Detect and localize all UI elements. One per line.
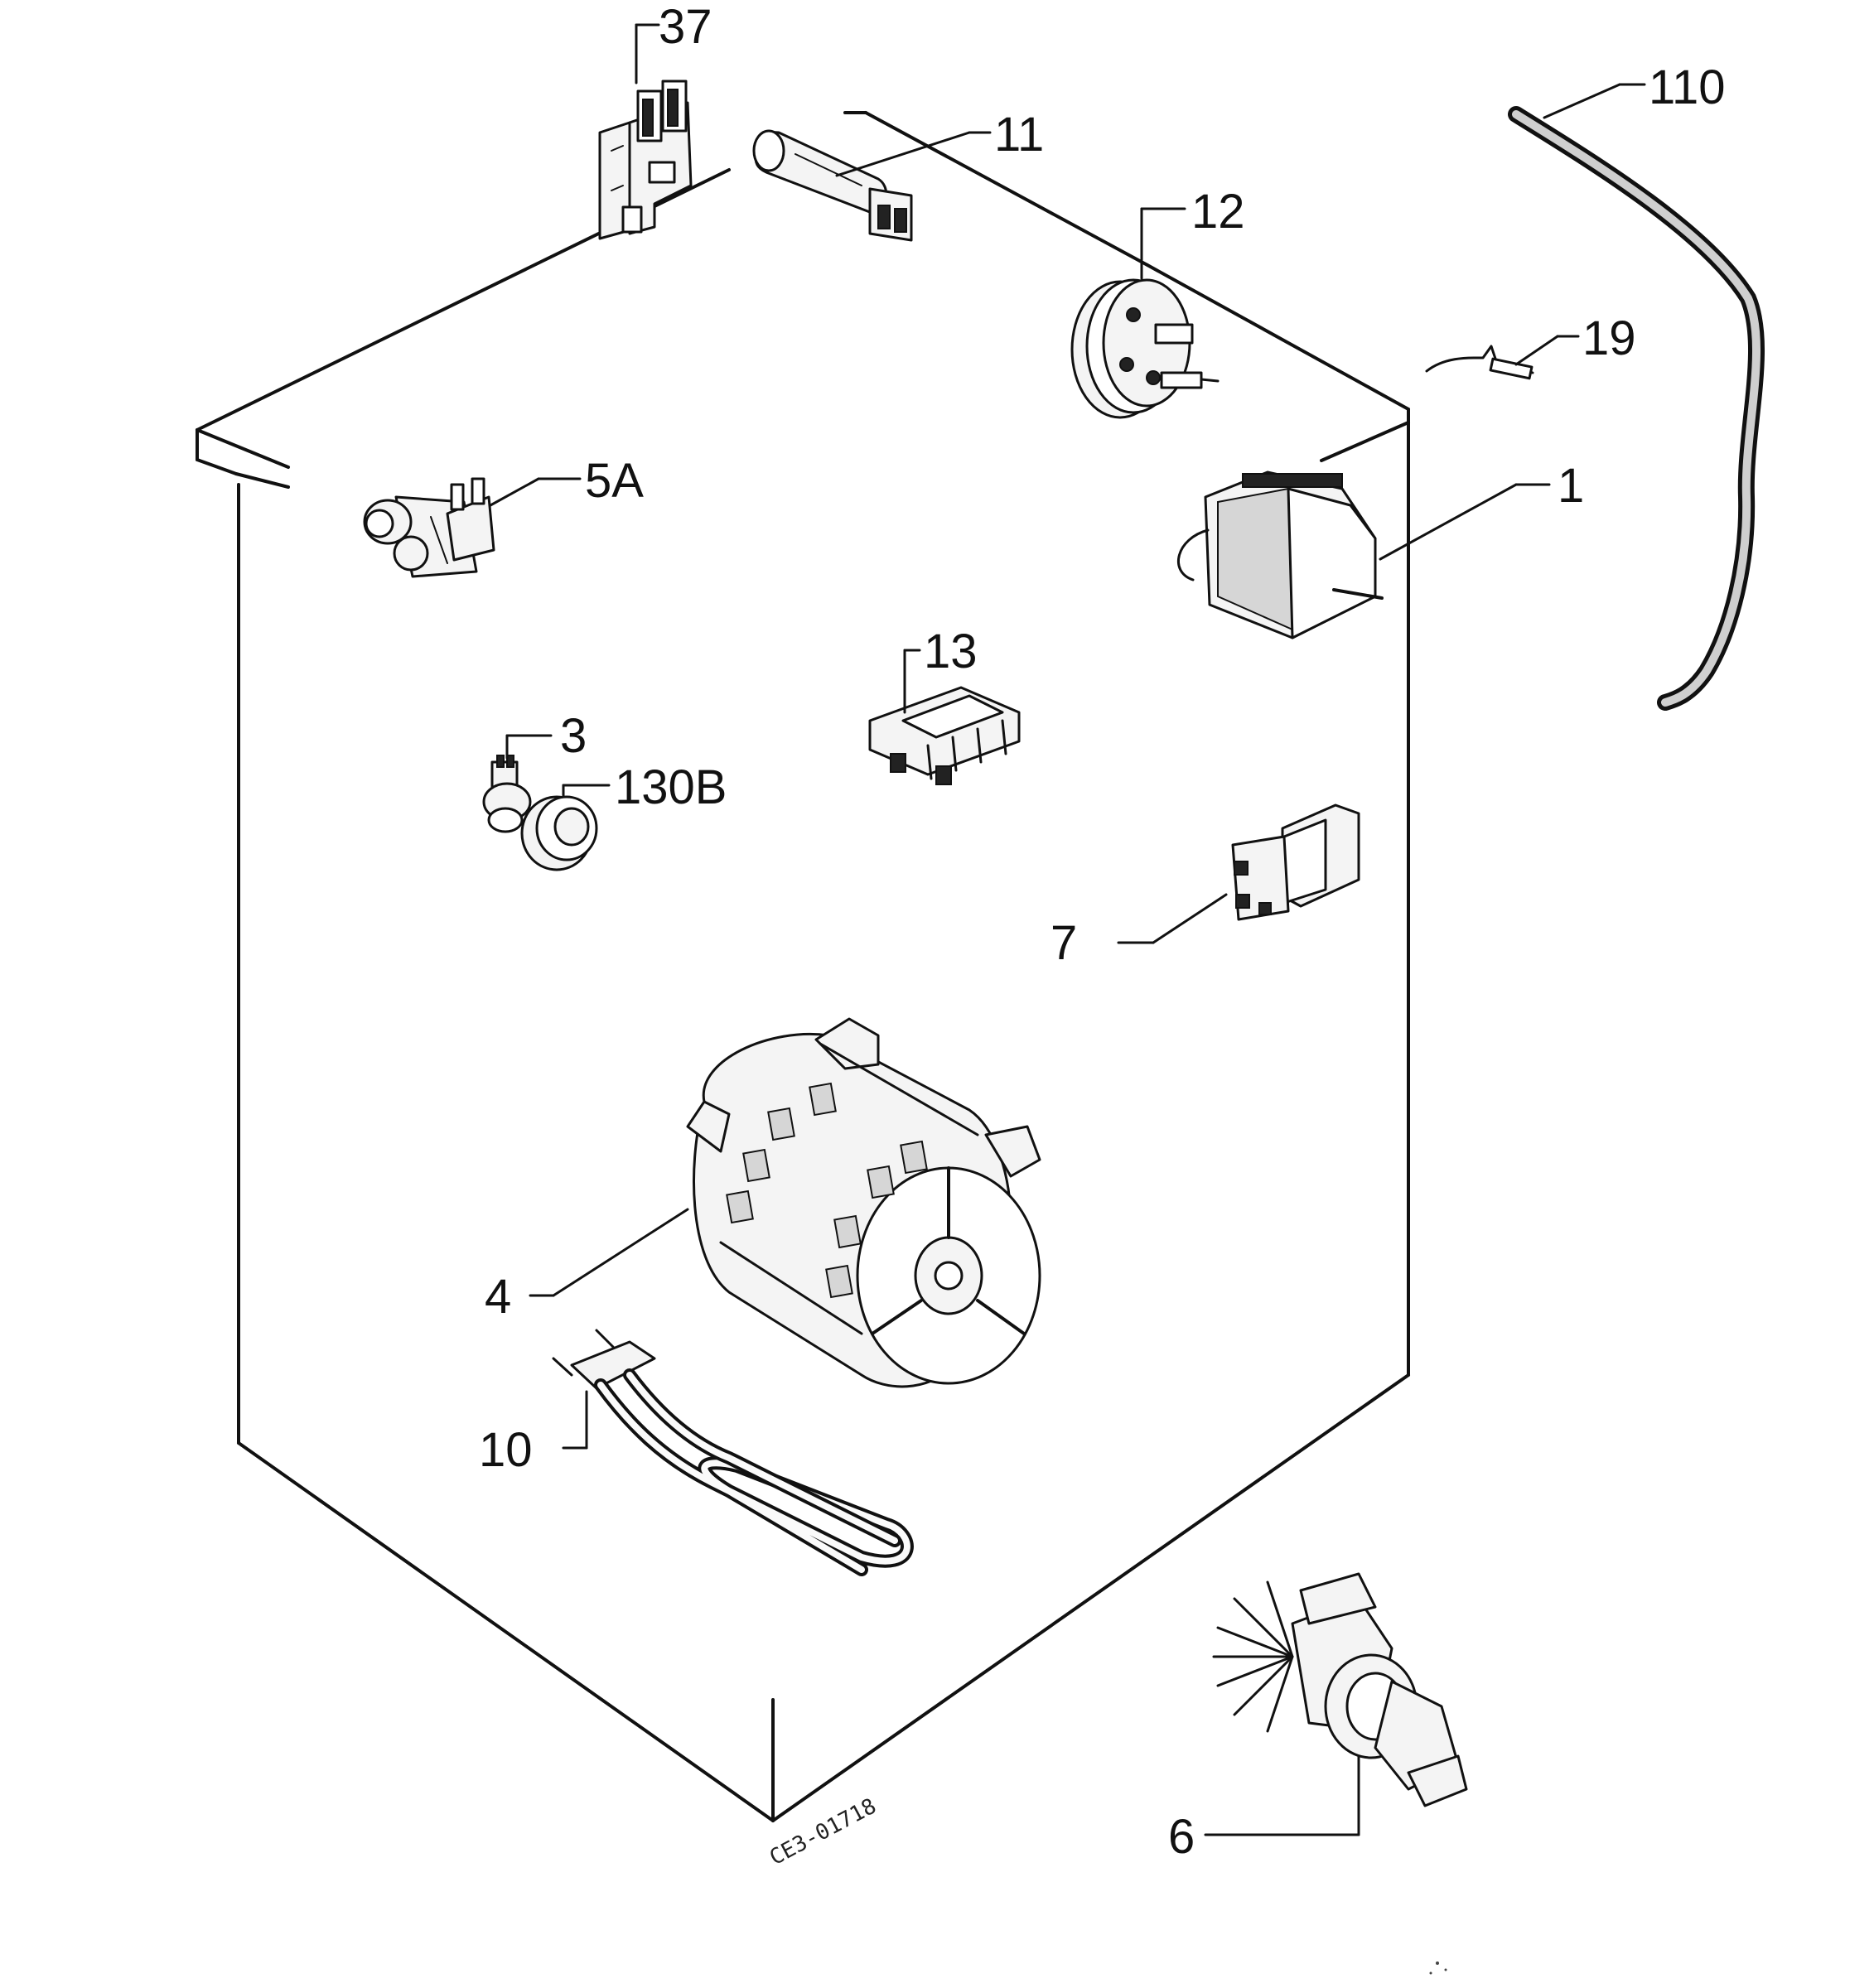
part-12-pressure-switch bbox=[1070, 278, 1220, 419]
label-110-text: 110 bbox=[1649, 60, 1725, 114]
label-37: 37 bbox=[635, 0, 712, 84]
label-130b: 130B bbox=[562, 760, 727, 814]
label-5a: 5A bbox=[489, 454, 644, 508]
part-110-hose bbox=[1508, 106, 1765, 711]
label-1: 1 bbox=[1379, 459, 1584, 561]
label-3-text: 3 bbox=[560, 709, 587, 763]
label-4-text: 4 bbox=[485, 1270, 511, 1324]
scan-specks bbox=[1429, 1961, 1447, 1975]
label-12: 12 bbox=[1140, 185, 1245, 280]
label-12-text: 12 bbox=[1191, 185, 1245, 239]
label-10: 10 bbox=[479, 1390, 588, 1477]
part-4-motor bbox=[686, 1017, 1041, 1388]
part-37-door-switch bbox=[598, 80, 693, 240]
label-13-text: 13 bbox=[924, 625, 978, 678]
part-6-drain-pump bbox=[1212, 1572, 1468, 1807]
label-11-text: 11 bbox=[994, 108, 1044, 162]
cabinet-outline bbox=[196, 111, 1410, 1822]
part-1-programme-timer bbox=[1177, 470, 1384, 639]
label-1-text: 1 bbox=[1558, 459, 1584, 513]
part-5a-water-valve bbox=[363, 477, 495, 578]
drawing-code: CE3-01718 bbox=[766, 1794, 880, 1871]
label-7-text: 7 bbox=[1051, 916, 1077, 970]
label-4: 4 bbox=[485, 1208, 689, 1324]
part-10-heating-element bbox=[552, 1329, 914, 1576]
label-19: 19 bbox=[1514, 311, 1636, 366]
label-110: 110 bbox=[1543, 60, 1725, 119]
label-6-text: 6 bbox=[1168, 1810, 1195, 1864]
label-3: 3 bbox=[505, 709, 587, 763]
pump-fan bbox=[1212, 1580, 1294, 1733]
label-13: 13 bbox=[903, 625, 978, 714]
label-5a-text: 5A bbox=[585, 454, 644, 508]
part-7-door-interlock bbox=[1231, 803, 1360, 921]
label-6: 6 bbox=[1168, 1754, 1360, 1864]
part-11-capacitor bbox=[752, 129, 913, 242]
label-130b-text: 130B bbox=[615, 760, 727, 814]
label-7: 7 bbox=[1051, 893, 1228, 970]
part-130b-grommet bbox=[520, 795, 598, 871]
label-37-text: 37 bbox=[659, 0, 712, 54]
label-11: 11 bbox=[835, 108, 1044, 177]
part-19-clip bbox=[1425, 345, 1534, 380]
label-19-text: 19 bbox=[1582, 311, 1636, 365]
part-3-thermostat bbox=[482, 755, 532, 833]
label-10-text: 10 bbox=[479, 1423, 533, 1477]
part-13-terminal-block bbox=[868, 686, 1021, 785]
